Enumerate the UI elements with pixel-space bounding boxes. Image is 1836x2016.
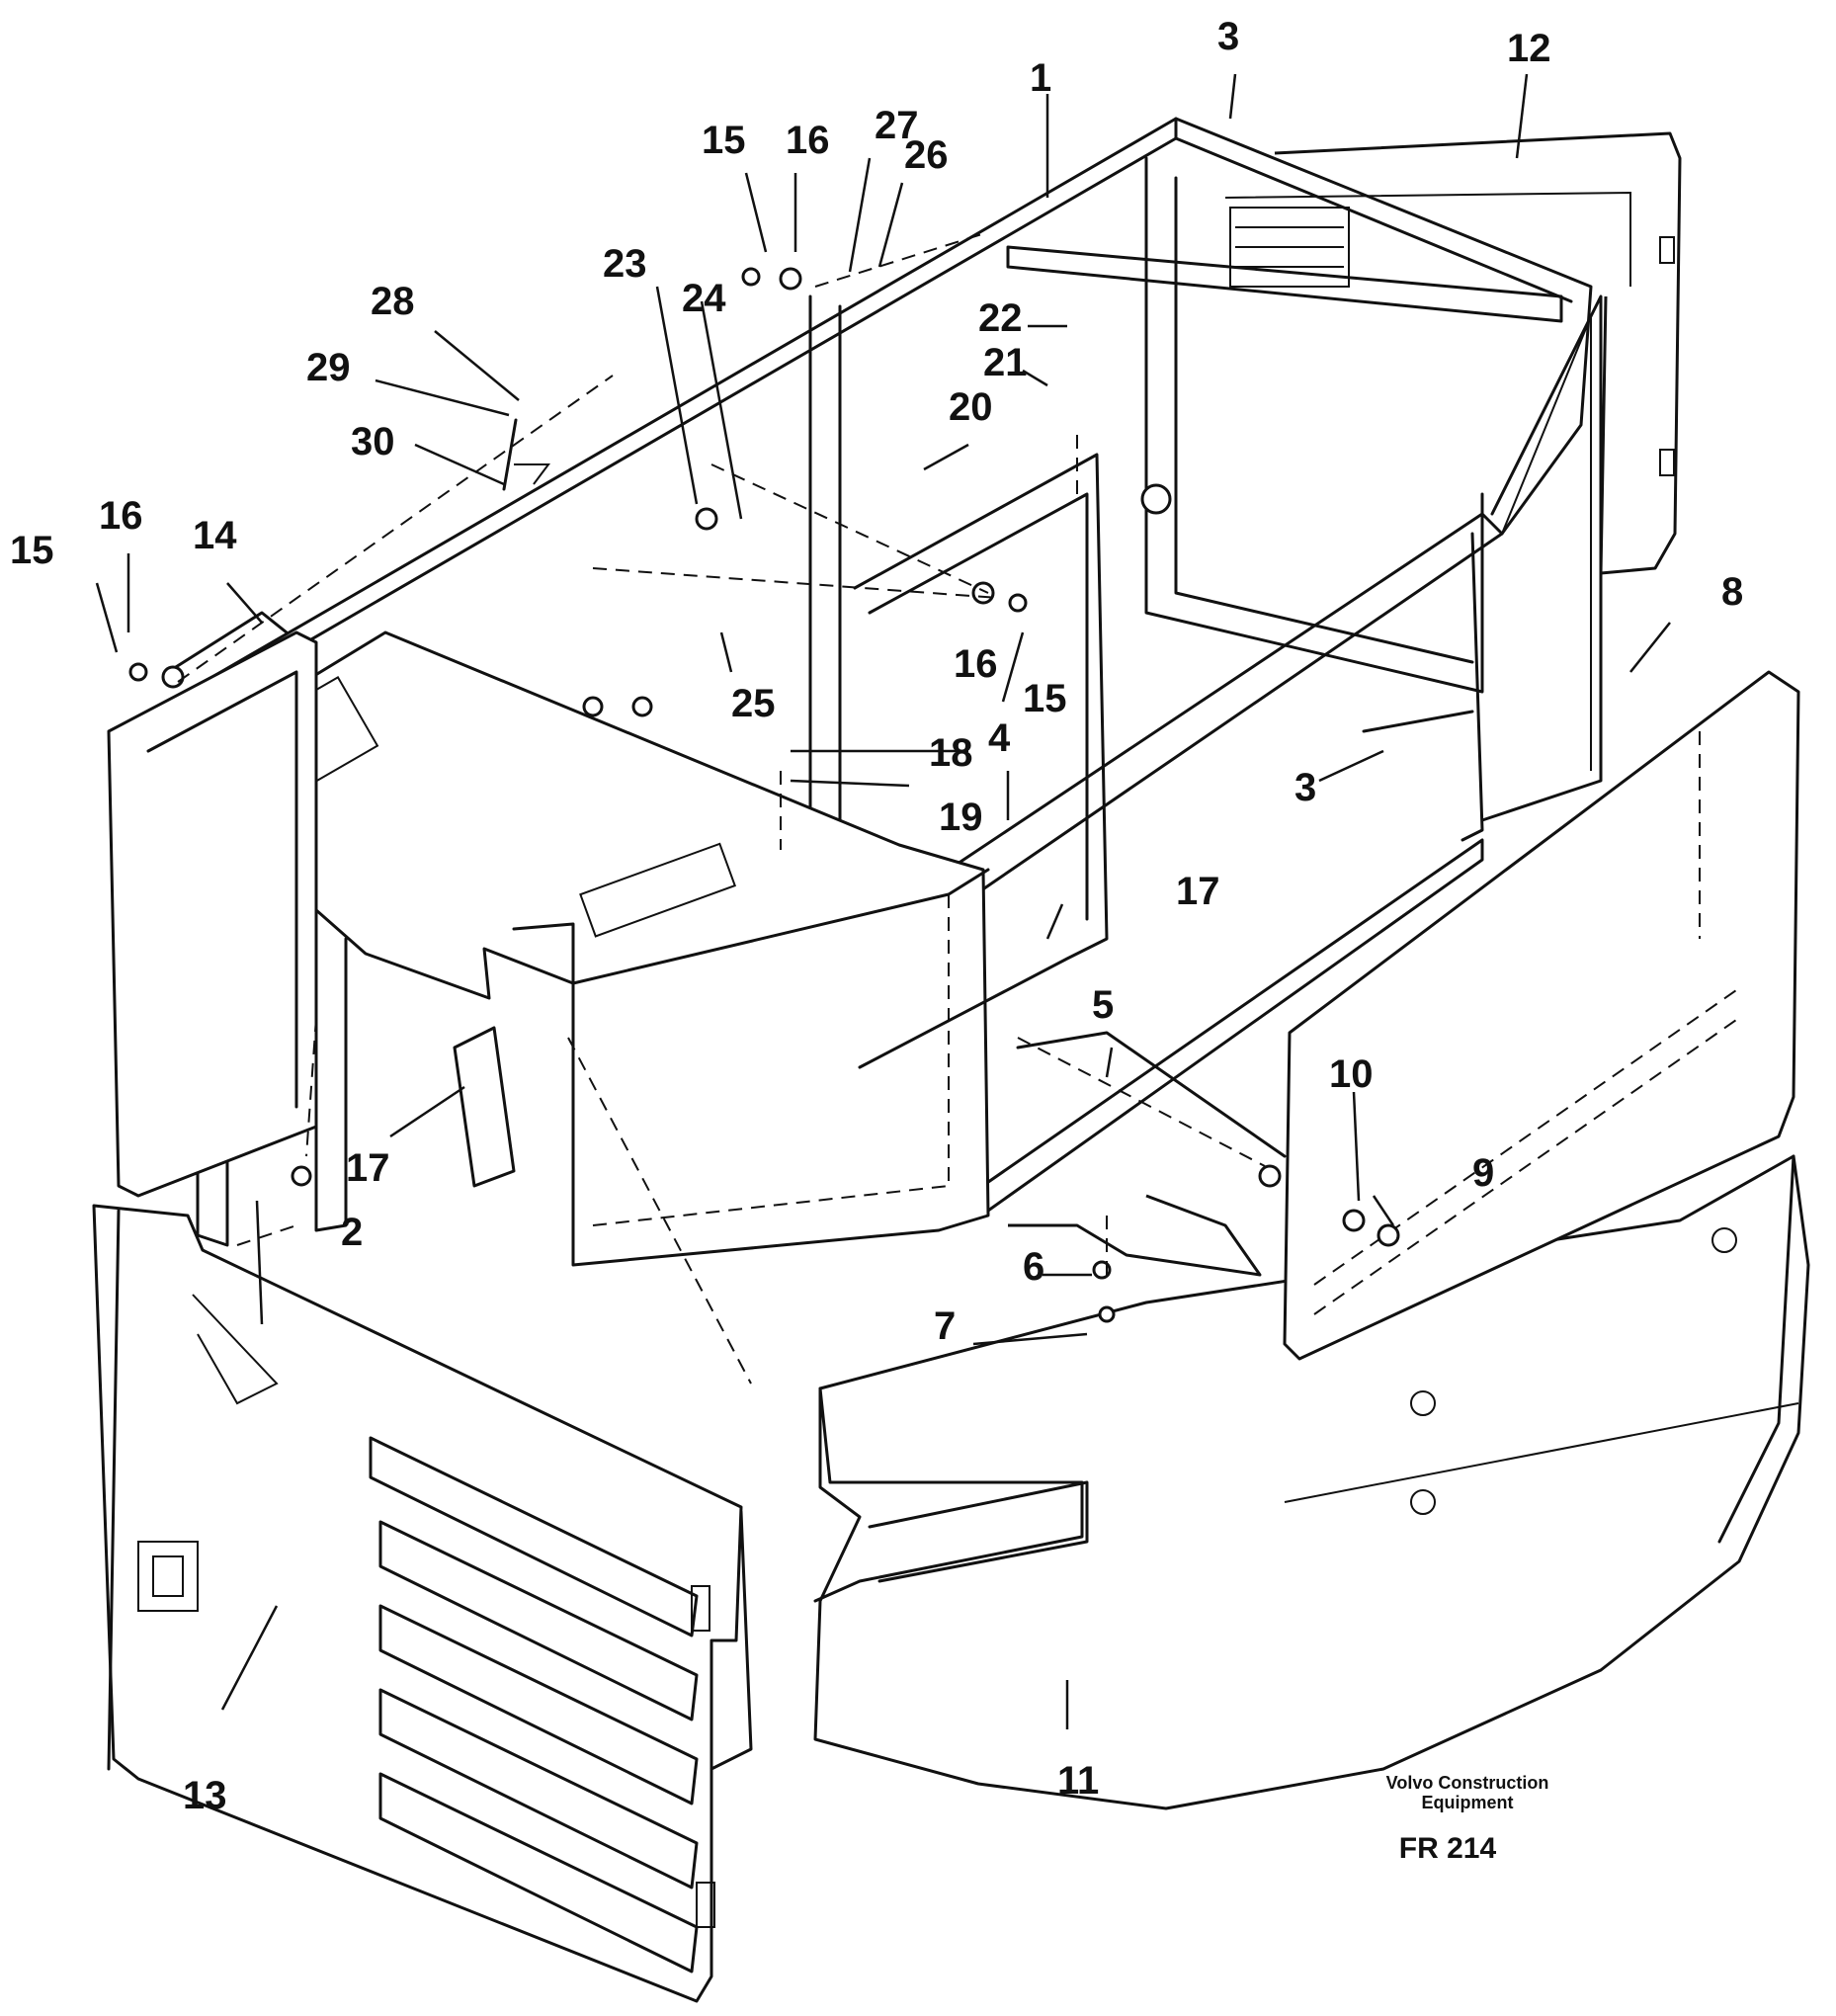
callout-4: 4 — [988, 716, 1011, 760]
callout-27: 27 — [875, 104, 919, 147]
callout-15-mid: 15 — [1023, 677, 1067, 720]
callout-15-upper: 15 — [702, 119, 746, 162]
side-inner-panels — [453, 453, 1109, 1188]
callout-3-right: 3 — [1294, 766, 1316, 809]
callout-12: 12 — [1507, 27, 1551, 70]
callout-23: 23 — [603, 242, 647, 286]
credit-company: Volvo Construction — [1386, 1773, 1549, 1793]
front-door — [92, 1204, 753, 2003]
callout-10: 10 — [1329, 1052, 1374, 1096]
callout-2: 2 — [341, 1211, 363, 1254]
callout-29: 29 — [306, 346, 351, 389]
callout-16-left: 16 — [99, 494, 143, 538]
callout-16-upper: 16 — [786, 119, 830, 162]
callout-5: 5 — [1092, 983, 1114, 1027]
counterweight — [813, 1124, 1810, 1810]
rear-grille — [1229, 207, 1350, 288]
hardware — [128, 267, 1400, 1323]
callout-19: 19 — [939, 796, 983, 839]
rear-door — [1224, 131, 1682, 575]
callout-25: 25 — [731, 682, 776, 725]
callout-3-top: 3 — [1217, 15, 1239, 58]
left-panel — [107, 611, 318, 1198]
credit-subtitle: Equipment — [1422, 1793, 1514, 1812]
callout-24: 24 — [682, 277, 726, 320]
callout-7: 7 — [934, 1304, 956, 1348]
callout-22: 22 — [978, 296, 1023, 340]
callout-28: 28 — [371, 280, 415, 323]
callout-18: 18 — [929, 731, 973, 775]
side-panel-right — [1283, 670, 1800, 1361]
callout-14: 14 — [193, 514, 237, 557]
callout-9: 9 — [1472, 1151, 1494, 1195]
credit-block: Volvo Construction Equipment FR 214 — [1386, 1773, 1549, 1865]
callout-labels: 1 2 3 3 4 5 6 7 8 9 10 11 12 13 14 15 15… — [10, 15, 1743, 1817]
callout-6: 6 — [1023, 1245, 1044, 1289]
drawing-code: FR 214 — [1399, 1832, 1497, 1865]
assembly-lines — [177, 231, 1266, 1385]
callout-17-right: 17 — [1176, 870, 1220, 913]
front-door-louvres — [369, 1436, 699, 1974]
callout-8: 8 — [1721, 570, 1743, 614]
callout-30: 30 — [351, 420, 395, 463]
callout-1: 1 — [1030, 56, 1051, 100]
callout-15-left: 15 — [10, 529, 54, 572]
floor-plate — [1008, 1031, 1287, 1277]
callout-17-left: 17 — [346, 1146, 390, 1190]
callout-21: 21 — [983, 341, 1028, 384]
callout-13: 13 — [183, 1774, 227, 1817]
leader-lines — [95, 73, 1671, 1729]
callout-11: 11 — [1057, 1759, 1099, 1803]
callout-16-mid: 16 — [954, 642, 998, 686]
callout-26: 26 — [904, 133, 949, 177]
callout-20: 20 — [949, 385, 993, 429]
